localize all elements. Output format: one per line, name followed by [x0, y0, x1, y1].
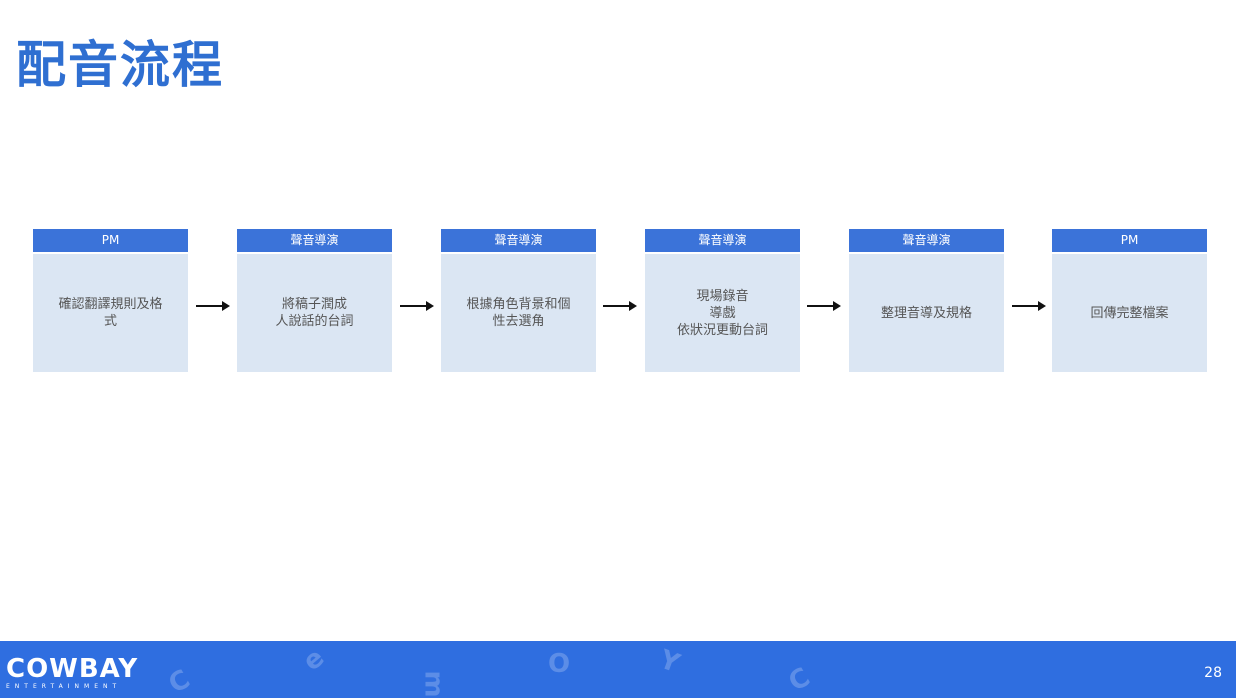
flow-step-4: 聲音導演 現場錄音 導戲 依狀況更動台詞 [645, 229, 800, 374]
flow-step-2: 聲音導演 將稿子潤成 人說話的台詞 [237, 229, 392, 374]
company-logo: COWBAY ENTERTAINMENT [6, 655, 138, 691]
step-description: 確認翻譯規則及格 式 [33, 254, 188, 372]
flow-step-5: 聲音導演 整理音導及規格 [849, 229, 1004, 374]
step-role-label: 聲音導演 [441, 229, 596, 252]
step-description: 現場錄音 導戲 依狀況更動台詞 [645, 254, 800, 372]
flow-step-6: PM 回傳完整檔案 [1052, 229, 1207, 374]
arrow-right-icon [807, 300, 841, 312]
step-role-label: PM [33, 229, 188, 252]
arrow-right-icon [1012, 300, 1046, 312]
step-role-label: 聲音導演 [849, 229, 1004, 252]
arrow-right-icon [196, 300, 230, 312]
decorative-letter-icon: C [163, 664, 196, 698]
decorative-letter-icon: e [297, 642, 331, 678]
decorative-letter-icon: O [548, 649, 571, 679]
footer-bar: COWBAY ENTERTAINMENT C e m O Y C 28 [0, 641, 1236, 698]
logo-tagline: ENTERTAINMENT [6, 683, 122, 690]
step-role-label: PM [1052, 229, 1207, 252]
decorative-letter-icon: m [418, 670, 449, 698]
step-description: 整理音導及規格 [849, 254, 1004, 372]
step-role-label: 聲音導演 [237, 229, 392, 252]
step-description: 根據角色背景和個 性去選角 [441, 254, 596, 372]
arrow-right-icon [400, 300, 434, 312]
slide-title: 配音流程 [16, 36, 224, 94]
decorative-letter-icon: Y [655, 644, 684, 680]
flow-step-1: PM 確認翻譯規則及格 式 [33, 229, 188, 374]
flow-step-3: 聲音導演 根據角色背景和個 性去選角 [441, 229, 596, 374]
logo-wordmark: COWBAY [6, 654, 139, 684]
decorative-letter-icon: C [783, 662, 816, 698]
arrow-right-icon [603, 300, 637, 312]
page-number: 28 [1204, 665, 1222, 681]
step-description: 回傳完整檔案 [1052, 254, 1207, 372]
step-role-label: 聲音導演 [645, 229, 800, 252]
step-description: 將稿子潤成 人說話的台詞 [237, 254, 392, 372]
process-flow: PM 確認翻譯規則及格 式 聲音導演 將稿子潤成 人說話的台詞 聲音導演 根據角… [0, 229, 1236, 374]
